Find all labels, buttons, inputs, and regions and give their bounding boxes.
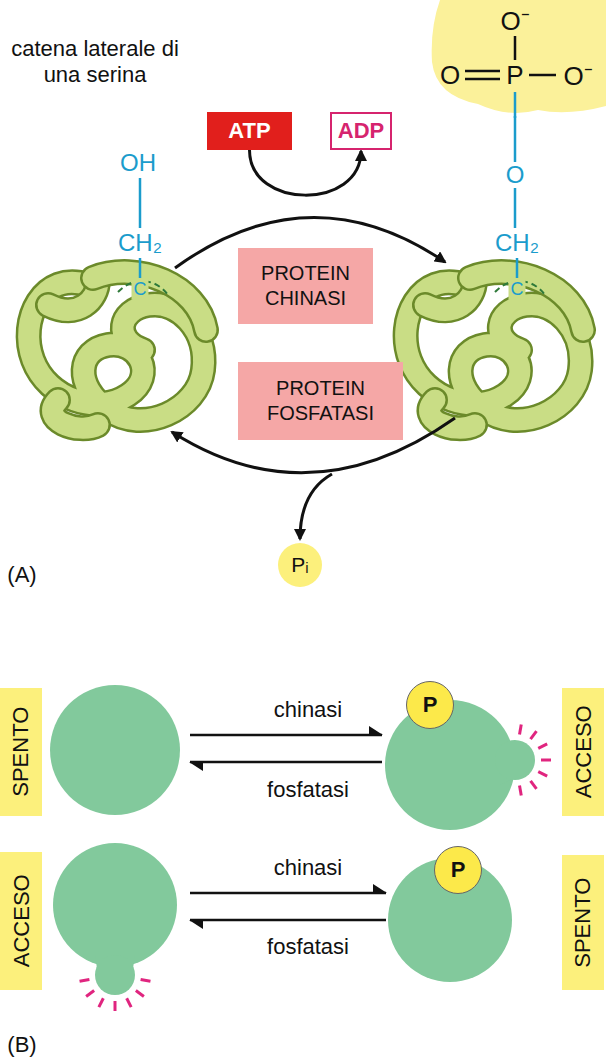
reaction-label: fosfatasi <box>267 777 349 803</box>
panel-letter: (B) <box>7 1032 36 1058</box>
state-label: SPENTO <box>7 707 35 797</box>
atom-symbol: O⁻ <box>563 57 592 93</box>
node-text: PROTEIN FOSFATASI <box>244 376 397 426</box>
ray <box>136 991 144 997</box>
atom-symbol: C <box>509 279 526 300</box>
cofactor-box: ADP <box>330 112 392 150</box>
state-label: ACCESO <box>7 875 35 968</box>
ray <box>86 991 94 997</box>
phosphate-circle: P <box>434 846 482 894</box>
atom-symbol: C <box>132 279 149 300</box>
ray <box>520 725 522 735</box>
node-text: ADP <box>338 117 384 145</box>
state-box: SPENTO <box>0 688 42 816</box>
ray <box>531 731 537 739</box>
ray <box>127 998 131 1007</box>
node-text: P <box>451 856 466 884</box>
ray <box>538 744 547 748</box>
state-label: ACCESO <box>569 706 597 799</box>
state-box: ACCESO <box>0 852 42 990</box>
panel-letter: (A) <box>7 562 36 588</box>
cofactor-arrow <box>250 150 362 195</box>
state-box: ACCESO <box>562 688 604 816</box>
ray <box>520 786 522 796</box>
protein-shape <box>50 685 535 995</box>
node-text: P <box>423 691 438 719</box>
reaction-label: fosfatasi <box>267 934 349 960</box>
release-arrow <box>300 474 332 539</box>
ray <box>538 772 547 776</box>
reaction-label: chinasi <box>274 697 342 723</box>
atom-symbol: P <box>506 60 523 91</box>
node-text: ATP <box>228 117 270 145</box>
chemical-group: OH <box>120 149 156 177</box>
atom-symbol: O <box>440 60 460 91</box>
protein <box>29 272 206 428</box>
ray <box>99 998 103 1007</box>
atom-symbol: O <box>506 161 525 189</box>
equilibrium-arrow <box>190 735 386 920</box>
chemical-group: CH₂ <box>495 229 539 257</box>
enzyme-box: PROTEIN FOSFATASI <box>238 362 403 440</box>
node-text: Pᵢ <box>291 552 308 578</box>
state-box: SPENTO <box>562 855 604 990</box>
cofactor-box: ATP <box>207 112 292 150</box>
node-text: PROTEIN CHINASI <box>244 261 367 311</box>
protein <box>406 272 583 428</box>
caption-note: catena laterale di una serina <box>5 36 185 89</box>
phosphate-circle: Pᵢ <box>278 543 322 587</box>
state-label: SPENTO <box>569 877 597 967</box>
enzyme-box: PROTEIN CHINASI <box>238 248 373 324</box>
ray <box>541 759 551 762</box>
ray <box>80 980 90 982</box>
reaction-label: chinasi <box>274 855 342 881</box>
atom-symbol: O⁻ <box>500 2 529 38</box>
activity-rays <box>80 725 551 1011</box>
phosphate-circle: P <box>406 681 454 729</box>
chemical-group: CH₂ <box>118 229 162 257</box>
ray <box>531 781 537 789</box>
phosphate-group: O⁻ O P O⁻ <box>428 0 606 118</box>
ray <box>141 980 151 982</box>
ray <box>114 1001 117 1011</box>
